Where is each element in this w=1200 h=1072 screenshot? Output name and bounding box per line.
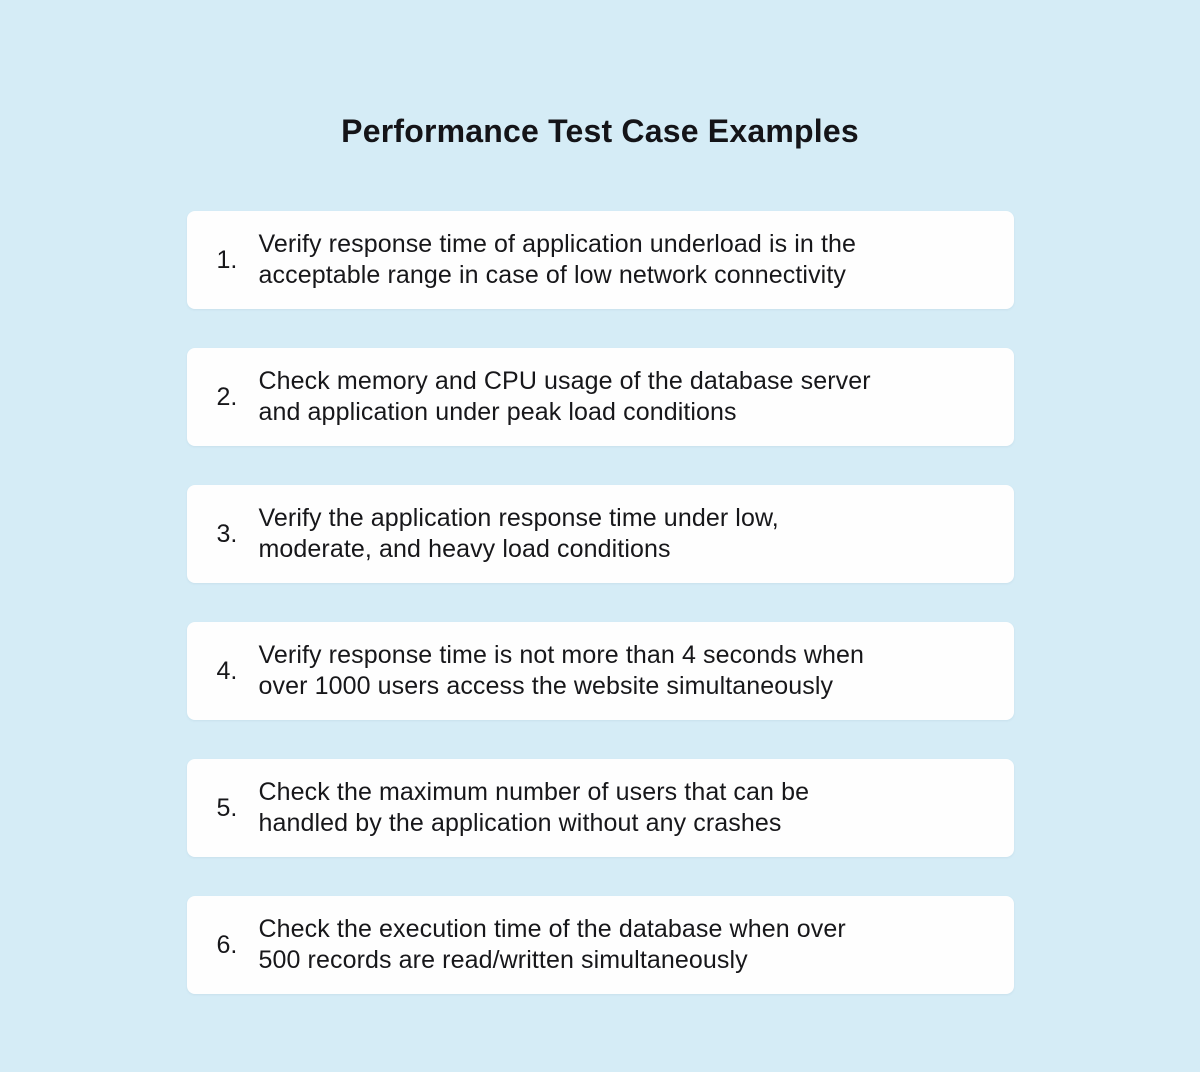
test-case-line: and application under peak load conditio… xyxy=(258,398,737,427)
test-case-line: moderate, and heavy load conditions xyxy=(258,535,671,564)
test-case-card-3: 3. Verify the application response time … xyxy=(186,485,1014,584)
test-case-card-6: 6. Check the execution time of the datab… xyxy=(186,896,1014,995)
test-case-line: acceptable range in case of low network … xyxy=(258,261,846,290)
test-case-line: Verify response time of application unde… xyxy=(258,230,857,259)
test-case-line: Verify the application response time und… xyxy=(258,504,779,533)
test-case-card-2: 2. Check memory and CPU usage of the dat… xyxy=(186,348,1014,447)
test-case-line: over 1000 users access the website simul… xyxy=(258,672,834,701)
page-title: Performance Test Case Examples xyxy=(341,113,859,150)
test-case-text: Verify the application response time und… xyxy=(259,503,779,565)
test-case-text: Check memory and CPU usage of the databa… xyxy=(259,366,871,428)
test-case-line: 500 records are read/written simultaneou… xyxy=(258,946,748,975)
test-case-line: handled by the application without any c… xyxy=(258,809,782,838)
test-case-text: Check the execution time of the database… xyxy=(259,914,846,976)
test-case-card-1: 1. Verify response time of application u… xyxy=(186,211,1014,310)
test-case-number: 4. xyxy=(216,656,238,685)
test-case-list: 1. Verify response time of application u… xyxy=(186,211,1014,995)
test-case-line: Check the maximum number of users that c… xyxy=(258,778,810,807)
test-case-text: Verify response time is not more than 4 … xyxy=(259,640,865,702)
test-case-text: Verify response time of application unde… xyxy=(259,229,857,291)
test-case-line: Check memory and CPU usage of the databa… xyxy=(258,367,871,396)
test-case-line: Verify response time is not more than 4 … xyxy=(258,641,865,670)
test-case-number: 3. xyxy=(216,519,238,548)
test-case-card-4: 4. Verify response time is not more than… xyxy=(186,622,1014,721)
test-case-number: 6. xyxy=(216,930,238,959)
test-case-number: 2. xyxy=(216,382,238,411)
test-case-line: Check the execution time of the database… xyxy=(258,915,846,944)
test-case-number: 1. xyxy=(216,245,238,274)
test-case-number: 5. xyxy=(216,793,238,822)
test-case-card-5: 5. Check the maximum number of users tha… xyxy=(186,759,1014,858)
test-case-text: Check the maximum number of users that c… xyxy=(259,777,810,839)
